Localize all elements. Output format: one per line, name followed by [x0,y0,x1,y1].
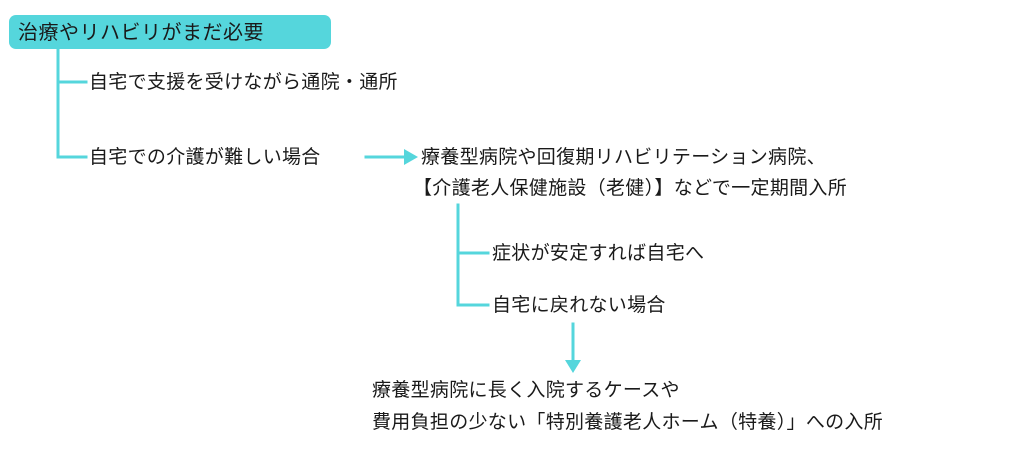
arrow-to-outcome-head [565,360,581,373]
outcome-line-1: 療養型病院に長く入院するケースや [372,379,680,401]
branch-home-difficult: 自宅での介護が難しい場合 [89,146,321,168]
outcome-line-2: 費用負担の少ない「特別養護老人ホーム（特養）」への入所 [372,411,884,433]
arrow-to-facility-head [404,149,418,165]
sub-branch-stable: 症状が安定すれば自宅へ [492,242,705,264]
sub-branch-cannot-return: 自宅に戻れない場合 [492,294,666,316]
header-label: 治療やリハビリがまだ必要 [18,20,264,44]
facility-line-2: 【介護老人保健施設（老健）】などで一定期間入所 [413,177,848,199]
header-highlight [9,15,331,49]
branch-home-support: 自宅で支援を受けながら通院・通所 [89,71,398,93]
facility-line-1: 療養型病院や回復期リハビリテーション病院、 [421,146,826,168]
